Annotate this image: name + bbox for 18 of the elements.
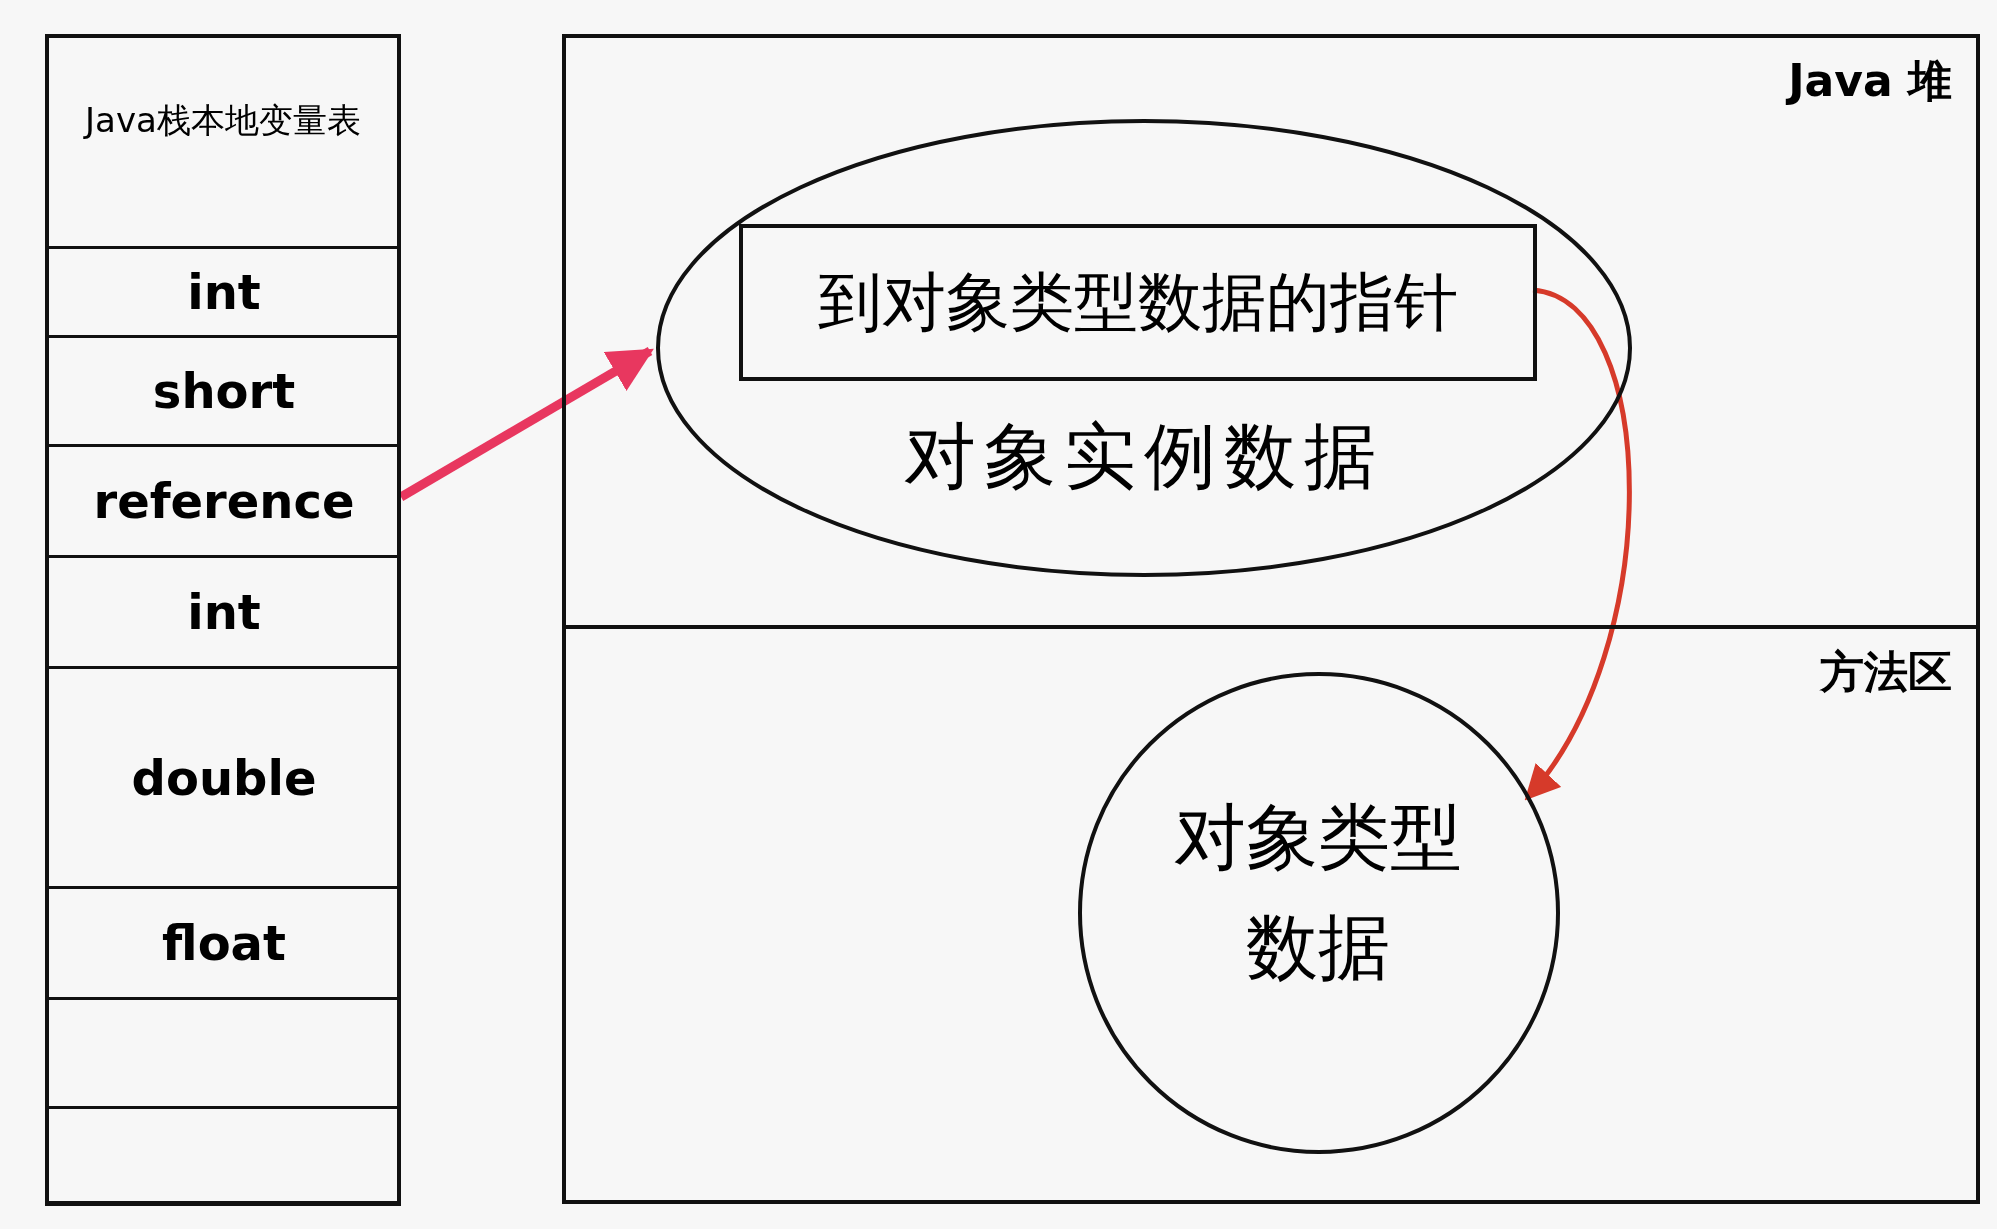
table-cell: float <box>49 889 399 1000</box>
circle-label: 对象类型数据 <box>1173 794 1463 991</box>
arrow <box>398 347 654 501</box>
table-cell: double <box>49 669 399 889</box>
data-circle <box>1078 672 1560 1154</box>
heap-region <box>562 34 1980 629</box>
pointer-box: 到对象类型数据的指针 <box>739 224 1537 381</box>
region-title: 方法区 <box>1820 645 1952 699</box>
table-cell: int <box>49 246 399 338</box>
stack-table <box>45 34 401 1206</box>
table-header: Java栈本地变量表 <box>82 99 362 142</box>
ellipse-label: 对象实例数据 <box>903 413 1385 500</box>
table-cell: reference <box>49 447 399 558</box>
arrow <box>1524 287 1632 801</box>
method-area-region <box>562 629 1980 1204</box>
table-cell: int <box>49 558 399 669</box>
table-cell: short <box>49 338 399 447</box>
object-ellipse <box>656 119 1632 577</box>
